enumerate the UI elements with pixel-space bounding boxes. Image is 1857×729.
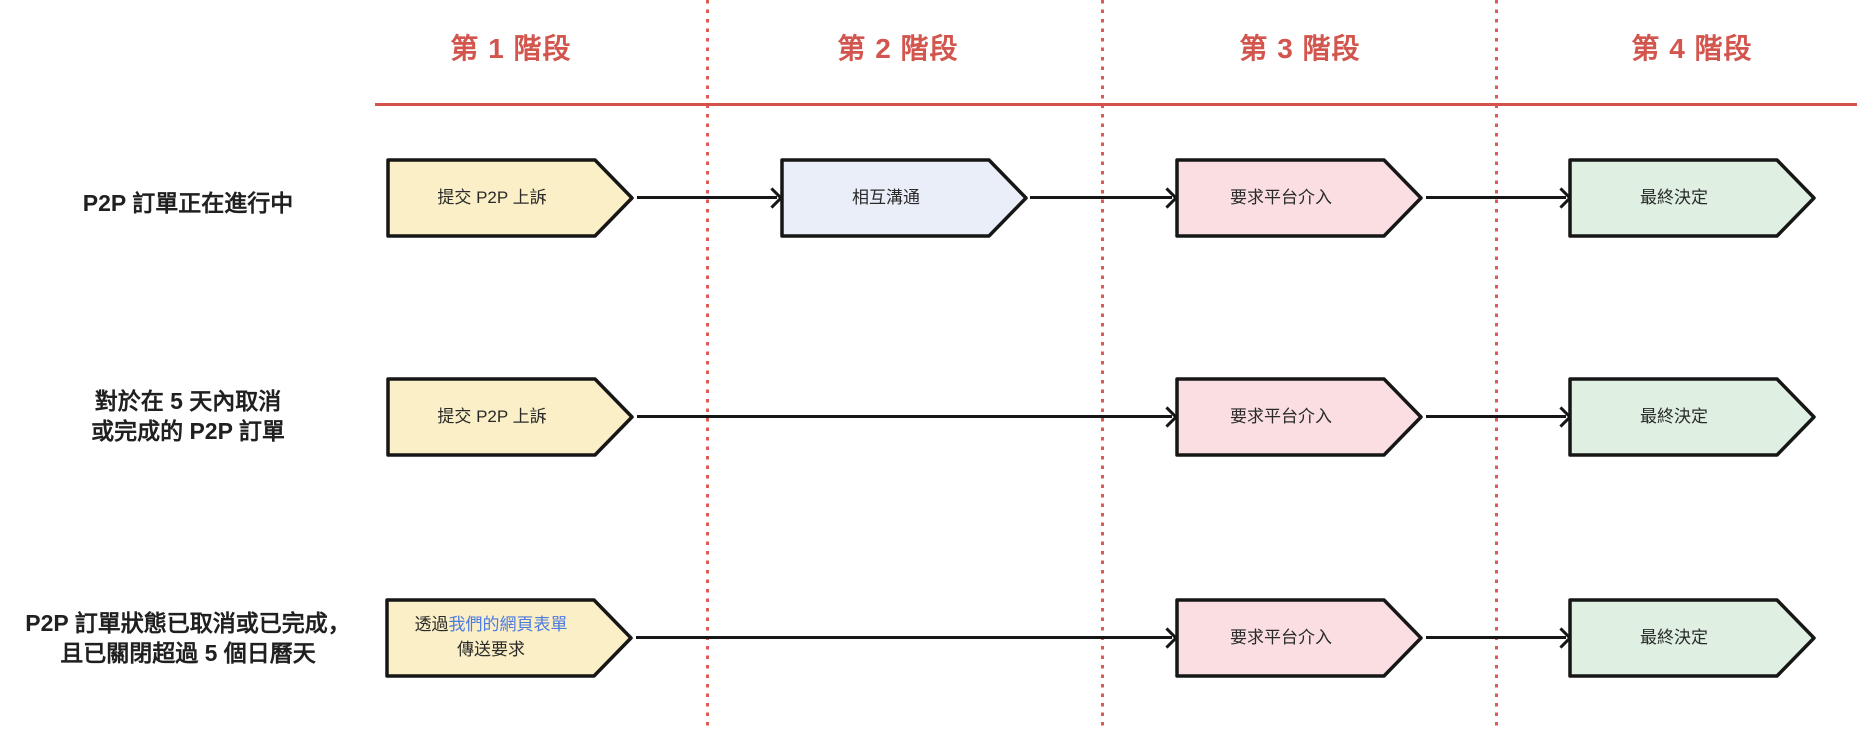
row-2-label-line-2: 或完成的 P2P 訂單	[91, 418, 285, 445]
stage-divider-line-1	[706, 0, 709, 729]
row2-stage3-box: 要求平台介入	[1175, 377, 1423, 457]
row3-stage3-box: 要求平台介入	[1175, 598, 1423, 678]
arrow-pentagon-shape	[1175, 598, 1423, 678]
row1-stage3-box: 要求平台介入	[1175, 158, 1423, 238]
row-3-label-line-2: 且已關閉超過 5 個日曆天	[60, 640, 316, 667]
stage-divider-line-3	[1495, 0, 1498, 729]
row1-stage2-box-text: 相互溝通	[852, 187, 920, 207]
row1-stage3-box-text: 要求平台介入	[1230, 187, 1332, 207]
row1-arrow-stage3-to-stage4	[1426, 186, 1573, 209]
row1-stage4-box: 最終決定	[1568, 158, 1816, 238]
row1-arrow-stage2-to-stage3	[1030, 186, 1179, 209]
stage-1-header: 第 1 階段	[450, 33, 572, 64]
row-3-label-line-1: P2P 訂單狀態已取消或已完成，	[25, 610, 351, 636]
row2-arrow-stage1-to-stage3	[637, 405, 1179, 428]
row2-arrow-stage3-to-stage4	[1426, 405, 1573, 428]
row2-stage1-box: 提交 P2P 上訴	[386, 377, 634, 457]
row-3-label: P2P 訂單狀態已取消或已完成， 且已關閉超過 5 個日曆天	[8, 608, 368, 669]
web-form-link[interactable]: 我們的網頁表單	[448, 615, 568, 635]
row2-stage4-box: 最終決定	[1568, 377, 1816, 457]
row3-stage4-box-text: 最終決定	[1640, 627, 1708, 647]
stage-2-header: 第 2 階段	[837, 33, 959, 64]
row3-stage1-box-text: 透過我們的網頁表單 傳送要求	[385, 598, 597, 678]
row2-stage3-box-text: 要求平台介入	[1230, 406, 1332, 426]
arrow-pentagon-shape	[1175, 377, 1423, 457]
row3-stage4-box: 最終決定	[1568, 598, 1816, 678]
row1-stage1-box: 提交 P2P 上訴	[386, 158, 634, 238]
row1-stage1-box-text: 提交 P2P 上訴	[437, 187, 547, 207]
row3-stage1-box-line1: 透過我們的網頁表單	[415, 613, 568, 638]
arrow-pentagon-shape	[385, 598, 633, 678]
arrow-pentagon-shape	[1175, 158, 1423, 238]
arrow-pentagon-shape	[1568, 377, 1816, 457]
row3-stage1-box-line2: 傳送要求	[457, 640, 525, 659]
row3-stage3-box-text: 要求平台介入	[1230, 627, 1332, 647]
row-2-label-line-1: 對於在 5 天內取消	[94, 388, 282, 414]
row1-stage4-box-text: 最終決定	[1640, 187, 1708, 207]
arrow-pentagon-shape	[386, 158, 634, 238]
row3-arrow-stage3-to-stage4	[1426, 626, 1573, 649]
arrow-pentagon-shape	[780, 158, 1028, 238]
row3-stage1-box: 透過我們的網頁表單 傳送要求	[385, 598, 633, 678]
arrow-pentagon-shape	[386, 377, 634, 457]
row1-arrow-stage1-to-stage2	[637, 186, 784, 209]
row1-stage2-box: 相互溝通	[780, 158, 1028, 238]
stage-3-header: 第 3 階段	[1239, 33, 1361, 64]
row3-arrow-stage1-to-stage3	[636, 626, 1179, 649]
row2-stage4-box-text: 最終決定	[1640, 406, 1708, 426]
stage-4-header: 第 4 階段	[1631, 33, 1753, 64]
header-underline	[375, 103, 1857, 106]
arrow-pentagon-shape	[1568, 158, 1816, 238]
box-text-prefix: 透過	[414, 615, 449, 635]
row-2-label: 對於在 5 天內取消 或完成的 P2P 訂單	[8, 386, 368, 447]
row-1-label: P2P 訂單正在進行中	[82, 190, 294, 216]
stage-divider-line-2	[1101, 0, 1104, 729]
arrow-pentagon-shape	[1568, 598, 1816, 678]
row2-stage1-box-text: 提交 P2P 上訴	[437, 406, 547, 426]
